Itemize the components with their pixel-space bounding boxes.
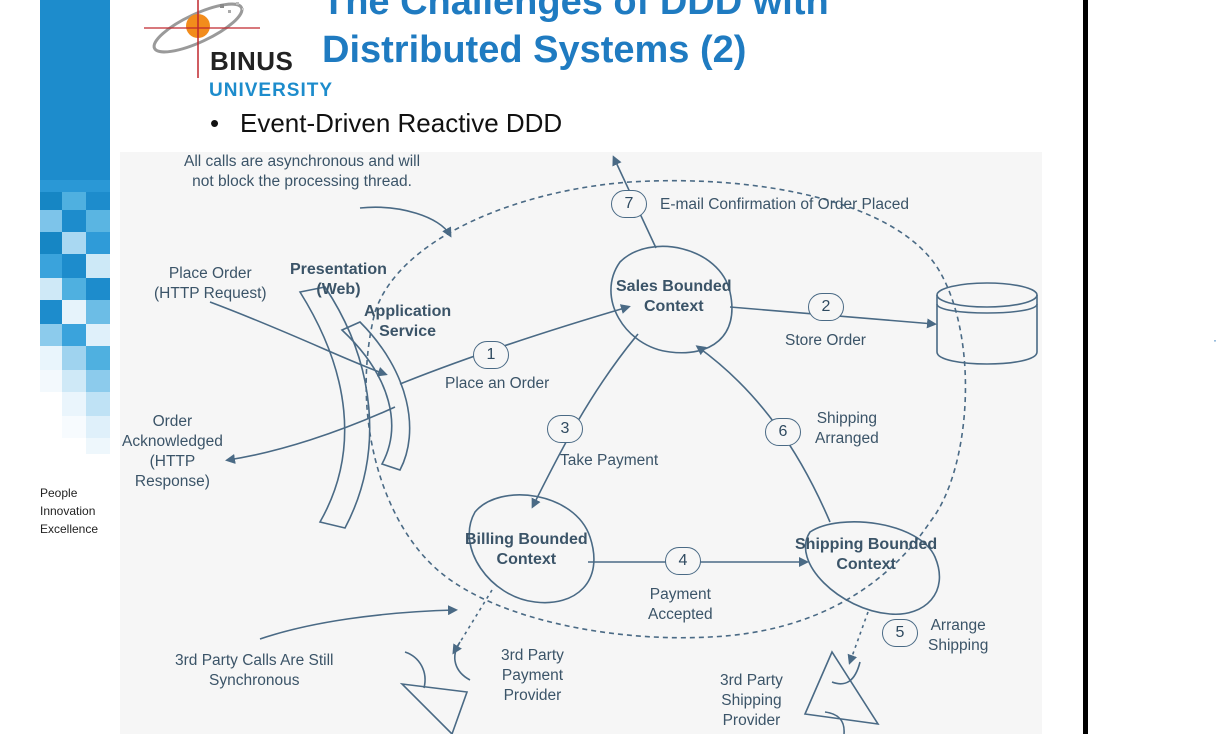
logo-binus-text: BINUS [210,46,294,76]
shipping-context-label: Shipping Bounded Context [795,535,937,575]
tagline-people: People [40,486,78,500]
step-2-badge: 2 [808,293,844,321]
async-note-line2: not block the processing thread. [192,173,412,190]
third-party-note-text: 3rd Party Calls Are Still [175,652,334,669]
step-5-line2: Shipping [928,637,989,654]
slide-title-line2: Distributed Systems (2) [322,29,747,71]
shipping-provider-line1: 3rd Party [720,672,783,689]
step-6-line2: Arranged [815,430,879,447]
step-5-label: Arrange Shipping [928,616,988,656]
presentation-line1: Presentation [290,261,387,278]
shipping-provider-icon [803,650,880,726]
third-party-note-line2: Synchronous [209,672,300,689]
async-note-line1: All calls are asynchronous and will [184,153,421,170]
presentation-layer [298,286,371,529]
tagline: People Innovation Excellence [40,484,98,538]
place-order-line1: Place Order [168,265,252,282]
step-7-label: E-mail Confirmation of Order Placed [660,196,909,213]
application-service-label: Application Service [364,302,451,342]
step-1-label: Place an Order [445,375,550,392]
step-4-line1: Payment [649,586,711,603]
slide-right-border [1083,0,1088,734]
payment-provider-line3: Provider [503,687,562,704]
binus-logo-icon [144,0,260,78]
billing-context-label: Billing Bounded Context [465,530,588,570]
place-order-request-label: Place Order (HTTP Request) [154,264,267,304]
billing-line2: Context [496,551,557,568]
logo-university-text: UNIVERSITY [209,80,334,101]
payment-provider-icon [399,682,469,734]
payment-provider-label: 3rd Party Payment Provider [501,646,564,706]
step-5-line1: Arrange [930,617,986,634]
ack-line3: (HTTP [149,453,196,470]
slide-title: The Challenges of DDD with Distributed S… [322,0,829,74]
slide-title-line1: The Challenges of DDD with [322,0,829,23]
presentation-line2: (Web) [316,281,361,298]
app-service-line2: Service [379,323,437,340]
diagram-shapes [209,155,1038,734]
billing-context-shape [468,494,595,604]
sales-context-shape [610,245,733,354]
step-3-label: Take Payment [560,452,659,469]
sales-line1: Sales Bounded [616,278,732,295]
app-service-line1: Application [364,303,452,320]
shipping-line2: Context [836,556,896,573]
step-4-badge: 4 [665,547,701,575]
diagram: All calls are asynchronous and will not … [120,152,1042,734]
shipping-provider-label: 3rd Party Shipping Provider [720,671,783,731]
presentation-label: Presentation (Web) [290,260,387,300]
step-1-badge: 1 [473,341,509,369]
place-order-line2: (HTTP Request) [154,285,267,302]
sales-context-label: Sales Bounded Context [616,277,732,317]
right-edge-mark: · [1213,333,1217,347]
step-6-label: Shipping Arranged [815,409,879,449]
shipping-context-shape [804,521,941,615]
ack-line1: Order [152,413,193,430]
step-7-badge: 7 [611,190,647,218]
step-6-line1: Shipping [816,410,878,427]
payment-provider-line1: 3rd Party [501,647,564,664]
bullet-text: Event-Driven Reactive DDD [240,108,563,138]
shipping-provider-line2: Shipping [721,692,782,709]
async-boundary [365,179,967,639]
bullet-item: •Event-Driven Reactive DDD [210,108,563,138]
third-party-note-line1: 3rd Party Calls Are Still [175,651,334,671]
order-acknowledged-label: Order Acknowledged (HTTP Response) [122,412,223,492]
shipping-provider-line3: Provider [722,712,781,729]
application-service-layer [340,321,411,471]
ack-line2: Acknowledged [122,433,223,450]
slide: People Innovation Excellence BINUS UNIVE… [40,0,1042,734]
database-icon [936,282,1038,308]
step-4-line2: Accepted [648,606,713,623]
step-6-badge: 6 [765,418,801,446]
ack-line4: Response) [134,473,210,490]
shipping-line1: Shipping Bounded [795,536,938,553]
step-2-label: Store Order [785,332,866,349]
sales-line2: Context [644,298,704,315]
third-party-note: 3rd Party Calls Are Still Synchronous [175,651,334,691]
step-4-label: Payment Accepted [648,585,713,625]
async-note: All calls are asynchronous and will not … [184,152,420,192]
tagline-innovation: Innovation [40,504,96,518]
billing-line1: Billing Bounded [465,531,588,548]
payment-provider-line2: Payment [501,667,564,684]
left-decorative-bar [40,0,110,454]
step-3-badge: 3 [547,415,583,443]
step-5-badge: 5 [882,619,918,647]
tagline-excellence: Excellence [40,522,99,536]
